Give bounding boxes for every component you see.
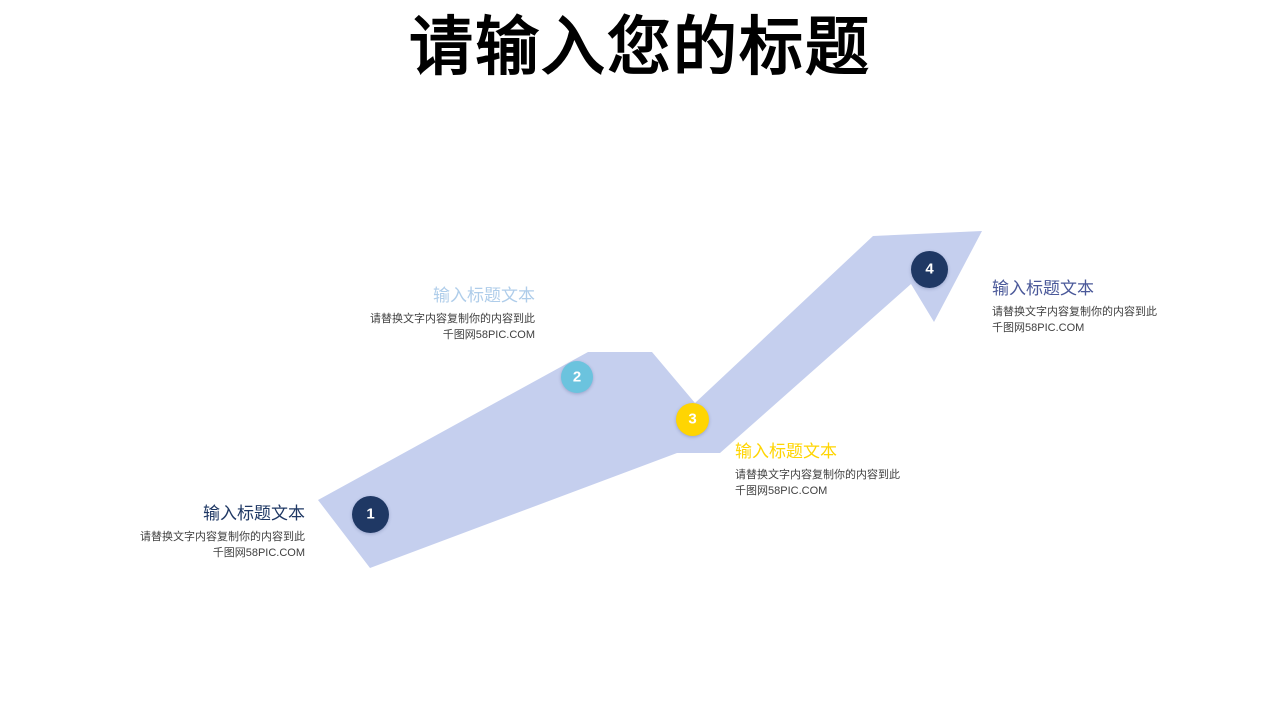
step-body-3: 请替换文字内容复制你的内容到此 千图网58PIC.COM bbox=[735, 467, 995, 499]
step-title-2: 输入标题文本 bbox=[433, 286, 535, 305]
step-body-1: 请替换文字内容复制你的内容到此 千图网58PIC.COM bbox=[55, 529, 305, 561]
step-marker-4-label: 4 bbox=[925, 260, 934, 278]
step-body-4-line1: 请替换文字内容复制你的内容到此 bbox=[992, 306, 1157, 318]
step-body-1-line1: 请替换文字内容复制你的内容到此 bbox=[140, 531, 305, 543]
step-body-3-line2: 千图网58PIC.COM bbox=[735, 485, 828, 497]
step-body-2-line1: 请替换文字内容复制你的内容到此 bbox=[370, 313, 535, 325]
step-text-block-3: 输入标题文本 请替换文字内容复制你的内容到此 千图网58PIC.COM bbox=[735, 440, 995, 499]
step-title-4: 输入标题文本 bbox=[992, 279, 1094, 298]
step-body-3-line1: 请替换文字内容复制你的内容到此 bbox=[735, 469, 900, 481]
step-text-block-1: 输入标题文本 请替换文字内容复制你的内容到此 千图网58PIC.COM bbox=[55, 502, 305, 561]
step-body-4-line2: 千图网58PIC.COM bbox=[992, 322, 1085, 334]
step-body-2: 请替换文字内容复制你的内容到此 千图网58PIC.COM bbox=[285, 311, 535, 343]
step-title-3: 输入标题文本 bbox=[735, 442, 837, 461]
step-marker-1[interactable]: 1 bbox=[352, 496, 389, 533]
step-text-block-4: 输入标题文本 请替换文字内容复制你的内容到此 千图网58PIC.COM bbox=[992, 277, 1252, 336]
step-body-4: 请替换文字内容复制你的内容到此 千图网58PIC.COM bbox=[992, 304, 1252, 336]
step-marker-2-label: 2 bbox=[572, 368, 582, 385]
step-body-1-line2: 千图网58PIC.COM bbox=[212, 547, 305, 559]
step-title-1: 输入标题文本 bbox=[203, 504, 305, 523]
page-title: 请输入您的标题 bbox=[409, 12, 871, 83]
step-marker-1-label: 1 bbox=[366, 505, 375, 523]
step-marker-3[interactable]: 3 bbox=[676, 403, 709, 436]
step-marker-4[interactable]: 4 bbox=[911, 251, 948, 288]
step-text-block-2: 输入标题文本 请替换文字内容复制你的内容到此 千图网58PIC.COM bbox=[285, 284, 535, 343]
step-marker-3-label: 3 bbox=[688, 410, 697, 428]
step-marker-2[interactable]: 2 bbox=[561, 361, 593, 393]
arrow-shape bbox=[318, 231, 982, 568]
step-body-2-line2: 千图网58PIC.COM bbox=[442, 329, 535, 341]
